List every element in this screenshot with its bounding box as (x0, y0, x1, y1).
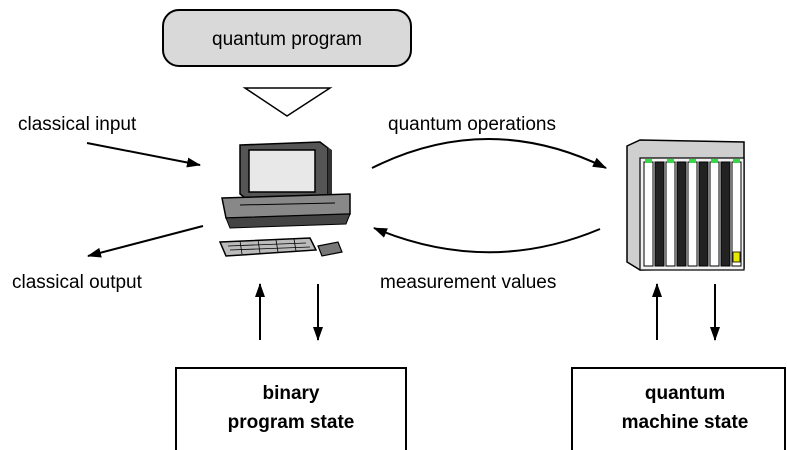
program-feed-triangle (242, 87, 333, 117)
classical-output-label: classical output (12, 272, 143, 293)
binary-program-state-box: binary program state (175, 367, 407, 450)
measurement-values-arrow (373, 227, 601, 254)
quantum-program-box: quantum program (162, 9, 412, 67)
quantum-operations-label: quantum operations (388, 114, 556, 135)
quantum-operations-arrow (371, 138, 607, 169)
quantum-machine-state-box: quantum machine state (571, 367, 786, 450)
measurement-values-label: measurement values (380, 272, 556, 293)
classical-input-label: classical input (18, 114, 137, 135)
quantum-state-line1: quantum (645, 383, 725, 404)
binary-state-line2: program state (228, 412, 355, 433)
binary-state-line1: binary (262, 383, 319, 404)
classical-input-arrow (86, 142, 201, 168)
classical-output-arrow (87, 225, 204, 258)
quantum-state-line2: machine state (622, 412, 749, 433)
quantum-program-label: quantum program (212, 29, 362, 50)
quantum-machine-rack-icon (626, 139, 745, 271)
computer-icon (218, 141, 351, 257)
